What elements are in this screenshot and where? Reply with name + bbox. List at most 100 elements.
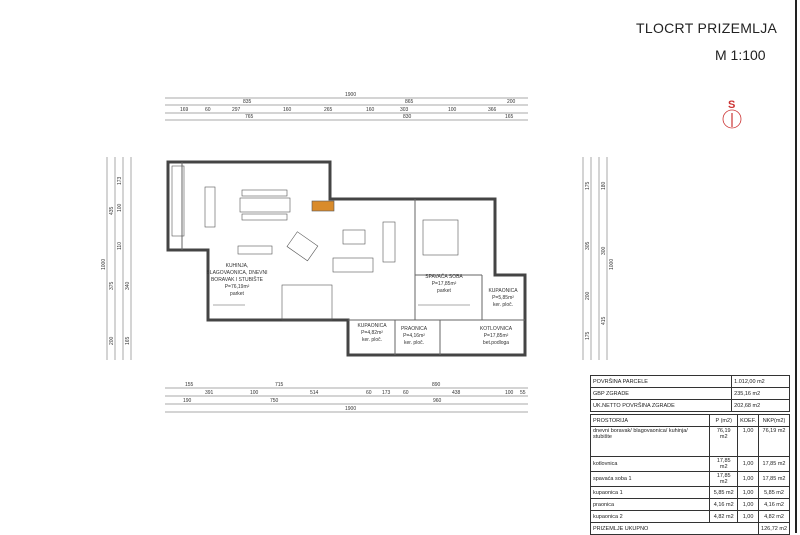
label: UK.NETTO POVRŠINA ZGRADE bbox=[589, 399, 733, 412]
label: 76,19 m2 bbox=[709, 426, 739, 457]
sheet-frame bbox=[795, 0, 797, 533]
label: parket bbox=[230, 291, 245, 297]
dim: 830 bbox=[403, 114, 412, 120]
label: 1,00 bbox=[737, 498, 760, 511]
dim: 160 bbox=[283, 107, 292, 113]
label: P=4,82m² bbox=[361, 330, 383, 336]
label: P=76,19m² bbox=[225, 284, 250, 290]
label: BORAVAK I STUBIŠTE bbox=[211, 276, 264, 283]
label: S bbox=[728, 99, 735, 111]
label: parket bbox=[437, 288, 452, 294]
label: 1,00 bbox=[737, 426, 760, 457]
dim: 391 bbox=[205, 390, 214, 396]
label: 1,00 bbox=[737, 486, 760, 499]
label: 173 bbox=[117, 176, 123, 185]
label: 375 bbox=[109, 281, 115, 290]
label: 17,85 m2 bbox=[709, 456, 739, 472]
dim: 960 bbox=[433, 398, 442, 404]
label: 4,16 m2 bbox=[758, 498, 790, 511]
dim: 765 bbox=[245, 114, 254, 120]
dim: 55 bbox=[520, 390, 526, 396]
label: 5,85 m2 bbox=[758, 486, 790, 499]
dim: 169 bbox=[180, 107, 189, 113]
dim: 865 bbox=[405, 99, 414, 105]
label: 300 bbox=[601, 246, 607, 255]
label: 1,00 bbox=[737, 456, 760, 472]
dim: 200 bbox=[507, 99, 516, 105]
label: 100 bbox=[117, 203, 123, 212]
right-dimensions bbox=[582, 157, 608, 360]
label: 175 bbox=[585, 331, 591, 340]
label: 340 bbox=[125, 281, 131, 290]
label: P=4,16m² bbox=[403, 333, 425, 339]
label: POVRŠINA PARCELE bbox=[589, 375, 733, 388]
label: ker. ploč. bbox=[404, 340, 424, 346]
label: KUPAONICA bbox=[488, 288, 518, 294]
dim: 160 bbox=[366, 107, 375, 113]
label: 5,85 m2 bbox=[709, 486, 739, 499]
label: KUHINJA, bbox=[226, 263, 249, 269]
label: 165 bbox=[125, 336, 131, 345]
label: 235,16 m2 bbox=[731, 387, 790, 400]
label: 4,16 m2 bbox=[709, 498, 739, 511]
north-arrow-icon: S bbox=[722, 99, 742, 129]
label: KUPAONICA bbox=[357, 323, 387, 329]
interior-walls bbox=[181, 162, 525, 355]
label: NKP(m2) bbox=[758, 414, 790, 427]
room-label-boiler-room: KOTLOVNICA P=17,85m² bet.podloga bbox=[480, 326, 513, 346]
dim: 835 bbox=[243, 99, 252, 105]
left-dim-labels: 1000 435 375 200 173 100 110 340 165 bbox=[101, 176, 131, 345]
label: dnevni boravak/ blagovaonica/ kuhinja/ s… bbox=[589, 426, 711, 457]
label: P=5,85m² bbox=[492, 295, 514, 301]
label: 1000 bbox=[609, 259, 615, 270]
label: 202,68 m2 bbox=[731, 399, 790, 412]
label: 17,85 m2 bbox=[758, 471, 790, 487]
dim: 173 bbox=[382, 390, 391, 396]
dim: 1900 bbox=[345, 406, 356, 412]
dim: 265 bbox=[324, 107, 333, 113]
exterior-walls bbox=[166, 160, 527, 357]
label: P=17,85m² bbox=[432, 281, 457, 287]
label: spavaća soba 1 bbox=[589, 471, 711, 487]
drawing-title: TLOCRT PRIZEMLJA bbox=[636, 20, 778, 36]
right-dim-labels: 1000 180 300 415 175 305 200 175 bbox=[585, 181, 615, 340]
label: ker. ploč. bbox=[493, 302, 513, 308]
label: 4,82 m2 bbox=[709, 510, 739, 523]
dim: 60 bbox=[366, 390, 372, 396]
label: 1,00 bbox=[737, 510, 760, 523]
dim: 514 bbox=[310, 390, 319, 396]
dim: 190 bbox=[183, 398, 192, 404]
table-row: dnevni boravak/ blagovaonica/ kuhinja/ s… bbox=[589, 426, 790, 457]
room-label-bathroom-1: KUPAONICA P=5,85m² ker. ploč. bbox=[488, 288, 518, 308]
label: 4,82 m2 bbox=[758, 510, 790, 523]
drawing-scale: M 1:100 bbox=[715, 47, 766, 63]
bottom-dimensions bbox=[165, 387, 528, 413]
label: 200 bbox=[585, 291, 591, 300]
label: 200 bbox=[109, 336, 115, 345]
dim: 100 bbox=[250, 390, 259, 396]
label: praonica bbox=[589, 498, 711, 511]
label: 17,85 m2 bbox=[758, 456, 790, 472]
left-dimensions bbox=[106, 157, 132, 360]
label: 110 bbox=[117, 242, 123, 250]
dim: 297 bbox=[232, 107, 241, 113]
label: bet.podloga bbox=[483, 340, 509, 346]
dim: 715 bbox=[275, 382, 284, 388]
label: 175 bbox=[585, 181, 591, 190]
label: KOEF. bbox=[737, 414, 760, 427]
dim: 165 bbox=[505, 114, 514, 120]
room-label-living: KUHINJA, BLAGOVAONICA, DNEVNI BORAVAK I … bbox=[206, 263, 267, 297]
dim: 100 bbox=[505, 390, 514, 396]
dim: 750 bbox=[270, 398, 279, 404]
room-label-laundry: PRAONICA P=4,16m² ker. ploč. bbox=[401, 326, 428, 346]
dim: 366 bbox=[488, 107, 497, 113]
label: ker. ploč. bbox=[362, 337, 382, 343]
